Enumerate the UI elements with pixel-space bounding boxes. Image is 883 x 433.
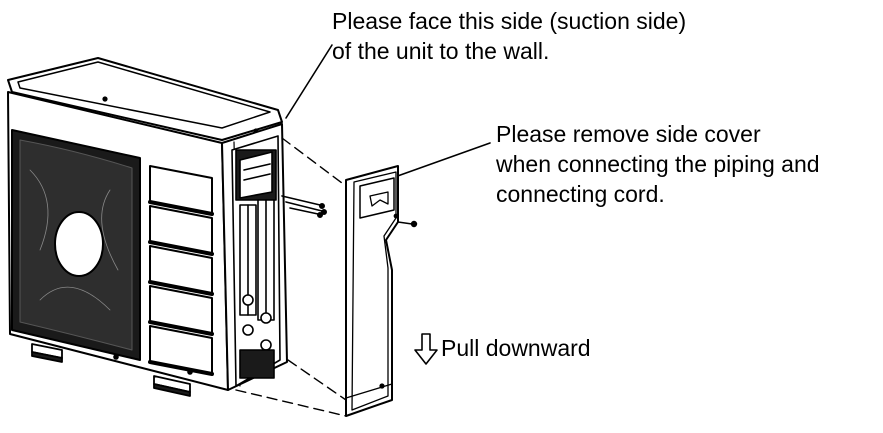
service-opening [231,135,281,387]
louver-panels [148,165,214,376]
down-arrow-outline-icon [414,333,438,365]
suction-side-note: Please face this side (suction side) of … [332,6,686,66]
unit-feet [31,343,191,397]
side-cover [345,165,399,417]
outdoor-unit [7,57,288,397]
suction-note-line-1: Please face this side (suction side) [332,8,687,34]
suction-leader-line [285,44,333,119]
fan-hub [54,211,104,277]
screws [281,195,418,228]
fan-grille [11,129,141,361]
cover-note-line-2: when connecting the piping and [496,151,820,177]
cover-leader-line [391,142,491,179]
pull-downward-label: Pull downward [441,335,591,361]
side-cover-note: Please remove side cover when connecting… [496,119,820,209]
cover-note-line-1: Please remove side cover [496,121,761,147]
suction-note-line-2: of the unit to the wall. [332,38,550,64]
alignment-dashes [235,137,347,417]
cover-note-line-3: connecting cord. [496,181,665,207]
